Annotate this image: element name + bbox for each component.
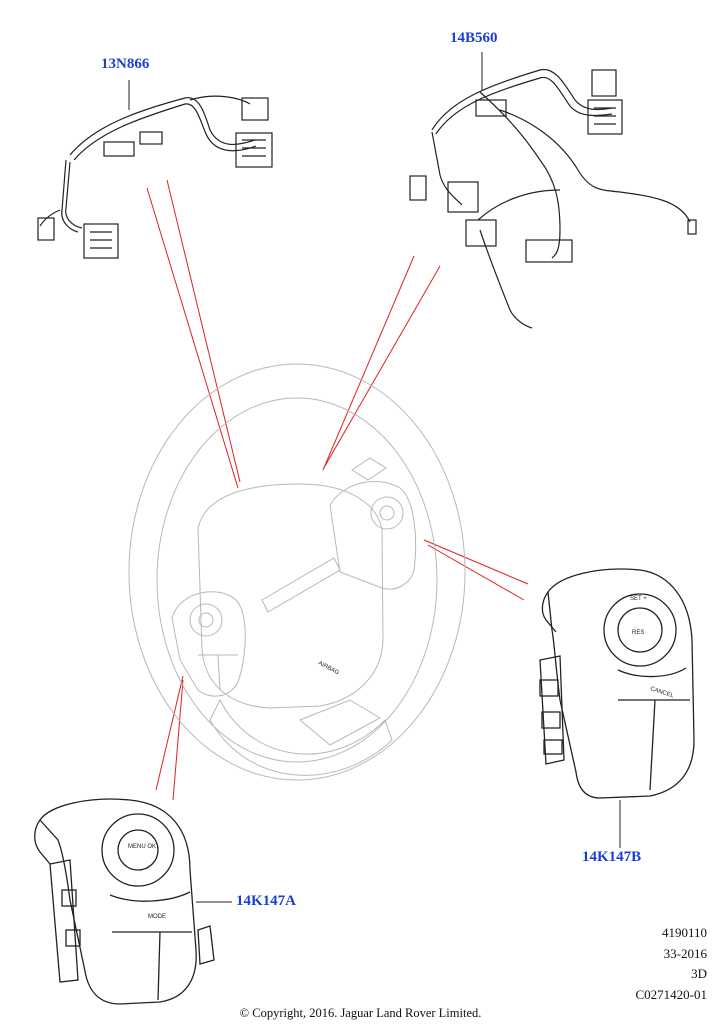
callout-14B560: 14B560 [450, 30, 498, 46]
switch-14K147A [34, 798, 232, 1005]
harness-14B560 [409, 52, 697, 329]
callout-14K147B: 14K147B [582, 849, 642, 865]
set-label: SET + [630, 596, 647, 602]
red-leader-lines [146, 179, 529, 801]
steering-wheel [128, 363, 466, 781]
harness-13N866 [37, 80, 273, 259]
ref-date: 33-2016 [663, 946, 707, 961]
callout-14K147A: 14K147A [236, 893, 296, 909]
ref-number: 4190110 [661, 925, 707, 940]
airbag-label: AIRBAG [317, 660, 340, 676]
res-label: RES [632, 630, 644, 636]
callout-13N866: 13N866 [101, 56, 150, 72]
ref-code: C0271420-01 [635, 987, 708, 1002]
cancel-label: CANCEL [649, 686, 675, 699]
mode-label: MODE [148, 914, 166, 920]
menu-label: MENU OK [128, 844, 156, 850]
switch-14K147B [539, 568, 695, 848]
copyright-notice: © Copyright, 2016. Jaguar Land Rover Lim… [239, 1006, 482, 1020]
ref-view: 3D [691, 966, 707, 981]
